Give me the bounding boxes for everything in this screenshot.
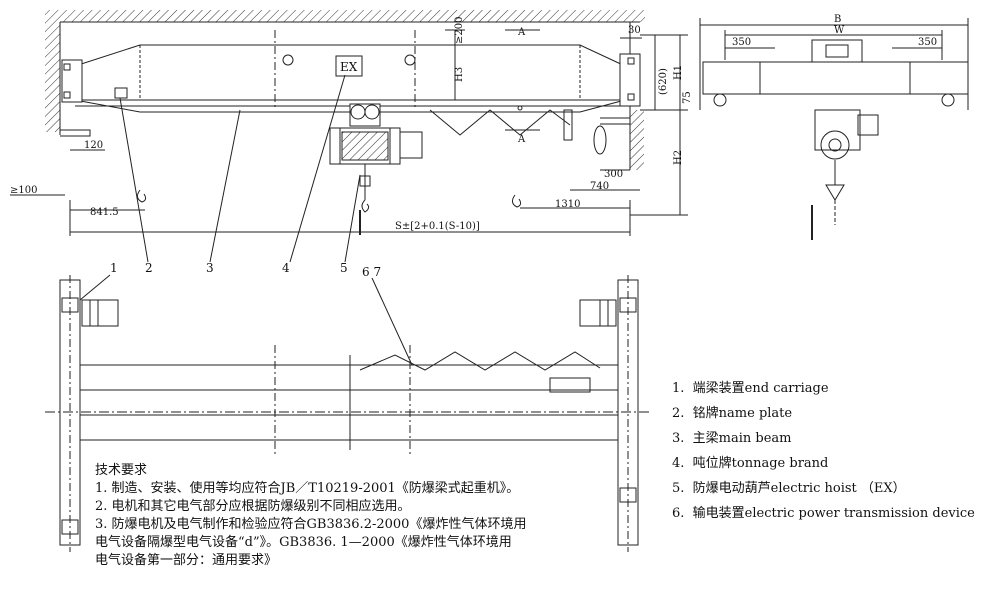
notes-title: 技术要求 [95, 463, 148, 478]
dim-200: ≥200 [454, 17, 465, 44]
dim-740: 740 [590, 181, 609, 192]
dim-30: 30 [628, 25, 641, 36]
note-line-2: 2. 电机和其它电气部分应根据防爆级别不同相应选用。 [95, 499, 411, 514]
electric-hoist [329, 103, 423, 235]
dim-h3: H3 [454, 67, 465, 82]
dim-841: 841.5 [90, 207, 119, 218]
callout-3: 3 [206, 261, 214, 275]
legend-text: 端梁装置end carriage [692, 381, 829, 396]
dim-h1: H1 [673, 65, 684, 80]
dim-300: 300 [604, 169, 623, 180]
legend-text: 防爆电动葫芦electric hoist （EX） [692, 481, 906, 496]
note-line-4: 电气设备隔爆型电气设备“d”》。GB3836. 1—2000《爆炸性气体环境用 [95, 535, 512, 550]
dim-w: W [834, 25, 845, 36]
parts-legend: 1. 端梁装置end carriage 2. 铭牌name plate 3. 主… [672, 376, 982, 526]
legend-text: 主梁main beam [692, 431, 792, 446]
ceiling-hatch [45, 10, 645, 22]
note-line-3: 3. 防爆电机及电气制作和检验应符合GB3836.2-2000《爆炸性气体环境用 [95, 517, 527, 532]
section-label-top: A [517, 27, 526, 38]
drawing-text: EX A A ≥200 30 H3 H1 (620) 75 H2 300 740… [10, 14, 937, 366]
ex-label: EX [340, 60, 358, 74]
legend-num: 5. [672, 481, 685, 496]
legend-text: 吨位牌tonnage brand [692, 456, 829, 471]
end-carriage-right [619, 53, 641, 107]
end-carriage-left [61, 59, 83, 103]
main-girder-plan [80, 364, 618, 441]
legend-item: 3. 主梁main beam [672, 426, 982, 451]
dim-620: (620) [658, 68, 669, 95]
plan-view [45, 275, 650, 552]
note-line-1: 1. 制造、安装、使用等均应符合JB／T10219-2001《防爆梁式起重机》。 [95, 481, 520, 496]
tonnage-brand-box [335, 55, 363, 77]
name-plate [114, 87, 128, 99]
right-wall-hatch [630, 110, 644, 170]
callout-2: 2 [145, 261, 153, 275]
technical-requirements: 技术要求 1. 制造、安装、使用等均应符合JB／T10219-2001《防爆梁式… [95, 462, 635, 570]
legend-item: 1. 端梁装置end carriage [672, 376, 982, 401]
legend-num: 2. [672, 406, 685, 421]
legend-num: 4. [672, 456, 685, 471]
dim-100: ≥100 [10, 185, 37, 196]
dim-75: 75 [682, 91, 693, 104]
front-elevation [10, 10, 688, 236]
legend-item: 5. 防爆电动葫芦electric hoist （EX） [672, 476, 982, 501]
legend-num: 3. [672, 431, 685, 446]
left-wall-hatch [45, 22, 60, 132]
legend-text: 铭牌name plate [692, 406, 793, 421]
side-view [699, 18, 969, 240]
legend-item: 4. 吨位牌tonnage brand [672, 451, 982, 476]
callout-6-7: 6 7 [362, 265, 381, 279]
callout-5: 5 [340, 261, 348, 275]
callout-1: 1 [110, 261, 118, 275]
dim-b: B [834, 14, 841, 25]
legend-text: 输电装置electric power transmission device [692, 506, 975, 521]
drive-motor-right [579, 299, 617, 327]
dim-1310: 1310 [555, 199, 580, 210]
dim-350-left: 350 [732, 37, 751, 48]
callout-4: 4 [282, 261, 290, 275]
dim-120: 120 [84, 140, 103, 151]
power-cable-zigzag [429, 109, 571, 136]
legend-item: 2. 铭牌name plate [672, 401, 982, 426]
end-carriage-side [702, 61, 969, 95]
section-label-bottom: A [517, 134, 526, 145]
dim-h2: H2 [673, 150, 684, 165]
drive-motor-left [81, 299, 119, 327]
legend-num: 1. [672, 381, 685, 396]
dim-350-right: 350 [918, 37, 937, 48]
note-line-5: 电气设备第一部分：通用要求》 [95, 553, 278, 568]
dim-span: S±[2+0.1(S-10)] [395, 221, 480, 232]
legend-item: 6. 输电装置electric power transmission devic… [672, 501, 982, 526]
legend-num: 6. [672, 506, 685, 521]
